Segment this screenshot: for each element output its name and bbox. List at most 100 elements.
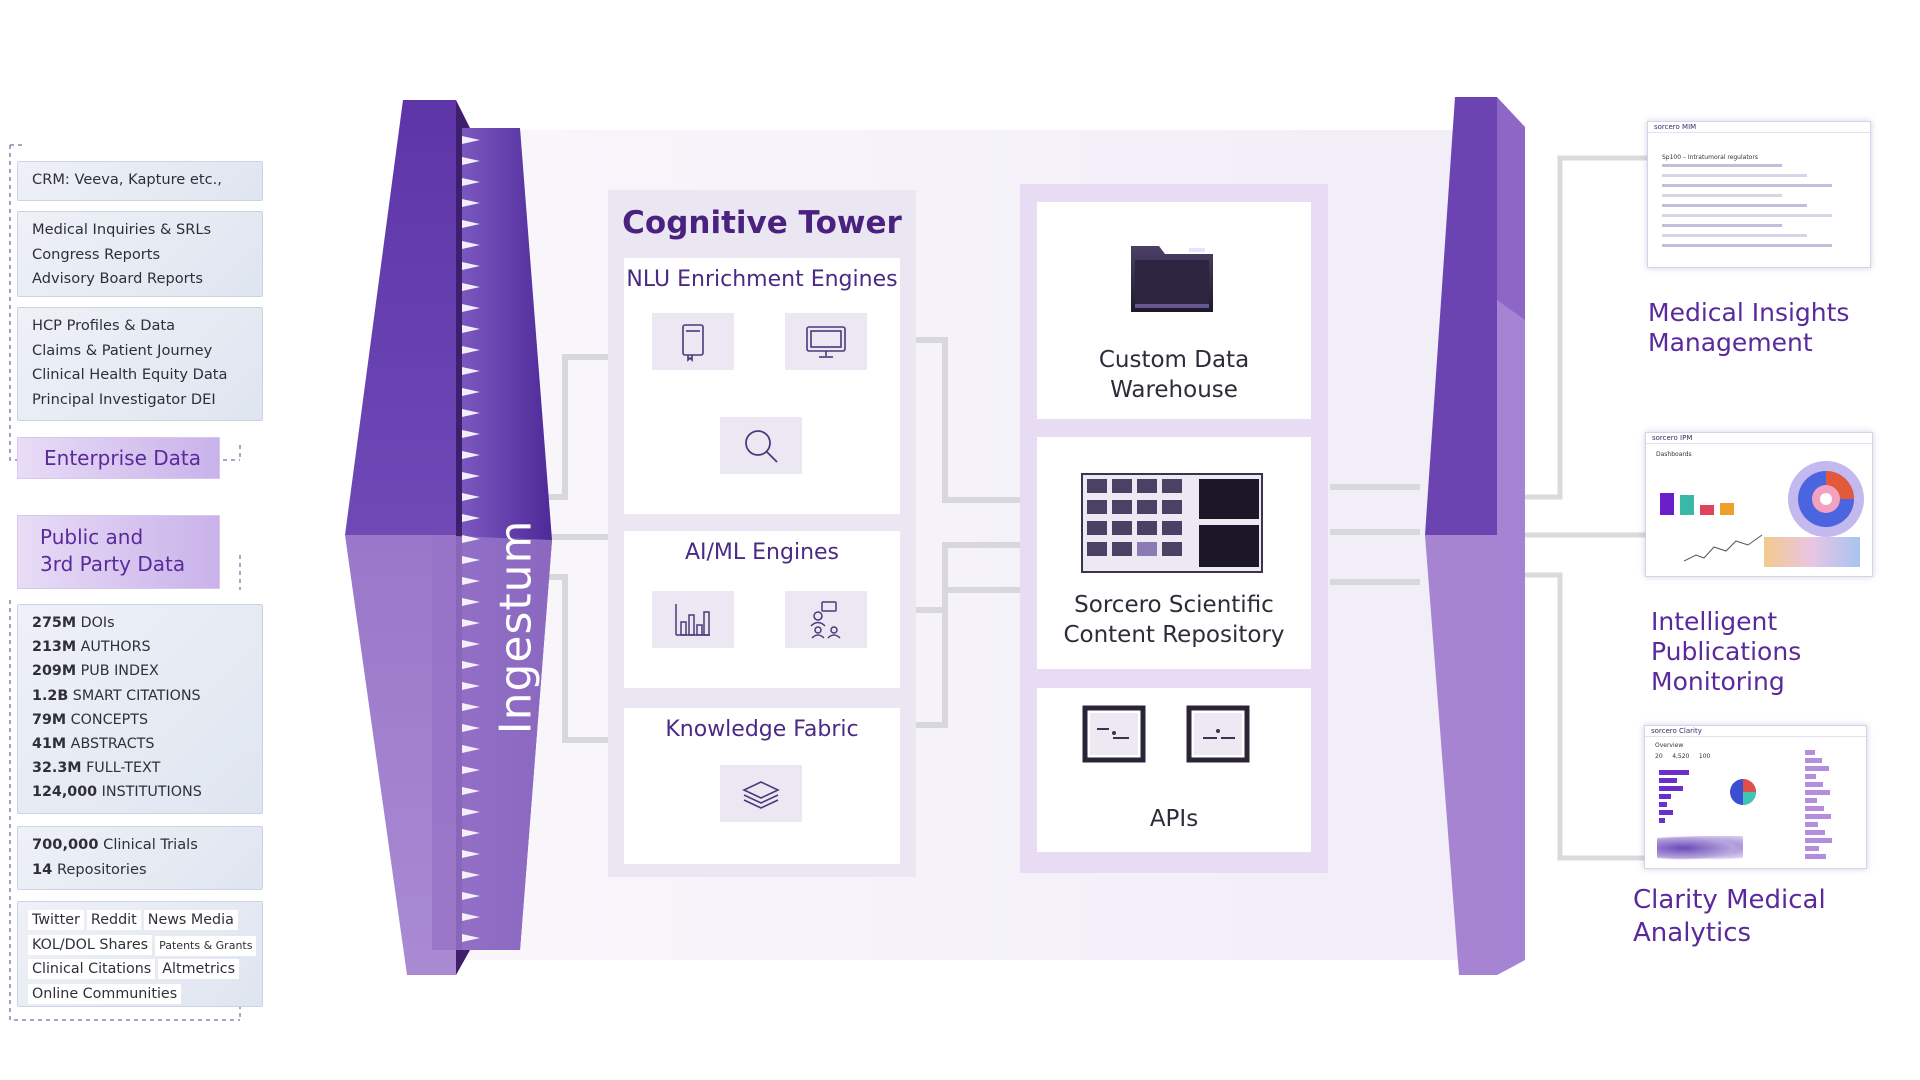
- ingest-arrow: [462, 871, 480, 879]
- clarity-bar: [1659, 778, 1677, 783]
- clarity-bar: [1659, 794, 1671, 799]
- ingest-arrow: [462, 514, 480, 522]
- layers-tile: [720, 765, 802, 822]
- stat-item: 275M DOIs: [32, 611, 248, 635]
- clarity-overview-title: Overview: [1655, 742, 1684, 749]
- twitter-tag: Twitter: [28, 910, 84, 930]
- ipm-brand: sorcero IPM: [1652, 434, 1693, 442]
- ipm-bar: [1720, 503, 1734, 515]
- mim-label: Medical Insights Management: [1648, 298, 1849, 358]
- monitor-tile: [785, 313, 867, 370]
- nlu-title: NLU Enrichment Engines: [626, 267, 898, 292]
- hcp-item: Principal Investigator DEI: [32, 390, 216, 408]
- clarity-bar: [1659, 818, 1665, 823]
- ingest-arrow: [462, 178, 480, 186]
- clarity-hbar: [1805, 758, 1822, 763]
- mim-thumbnail[interactable]: sorcero MIM Sp100 – Intratumoral regulat…: [1647, 121, 1871, 268]
- ipm-thumbnail[interactable]: sorcero IPM Dashboards: [1645, 432, 1873, 577]
- ipm-line-chart: [1684, 534, 1763, 562]
- ingest-arrow: [462, 409, 480, 417]
- repository-folder: [1087, 500, 1107, 514]
- ipm-dashboards-title: Dashboards: [1656, 451, 1692, 458]
- output-connectors: [1520, 155, 1650, 861]
- public-data-label: Public and 3rd Party Data: [17, 515, 220, 589]
- ingest-arrow: [462, 493, 480, 501]
- stat-number: 275M: [32, 615, 77, 631]
- ingest-arrow: [462, 682, 480, 690]
- repository-line1: Sorcero Scientific: [1074, 592, 1274, 618]
- ingest-arrow: [462, 346, 480, 354]
- ipm-bar: [1680, 495, 1694, 515]
- clarity-line2: Analytics: [1633, 918, 1752, 948]
- clarity-thumbnail[interactable]: sorcero Clarity Overview 20 4,520 100: [1644, 725, 1867, 869]
- reports-item: Congress Reports: [32, 245, 161, 263]
- clarity-hbar: [1805, 814, 1831, 819]
- clarity-hbar: [1805, 806, 1824, 811]
- stat-item: 79M CONCEPTS: [32, 708, 248, 732]
- ipm-label: Intelligent Publications Monitoring: [1651, 607, 1920, 697]
- clarity-kpis: 20 4,520 100: [1655, 753, 1710, 760]
- team-icon: [810, 601, 841, 639]
- ipm-sunburst: [1788, 461, 1864, 537]
- stat-label: ABSTRACTS: [70, 736, 155, 753]
- clarity-hbar: [1805, 774, 1816, 779]
- ingest-arrow: [462, 241, 480, 249]
- clarity-line1: Clarity Medical: [1633, 885, 1826, 915]
- mim-row-line: [1662, 234, 1807, 237]
- knowledge-fabric-title: Knowledge Fabric: [665, 717, 859, 742]
- stat-number: 124,000: [32, 784, 98, 801]
- ingest-arrow: [462, 367, 480, 375]
- trial-number: 14: [32, 860, 53, 878]
- monitor-icon: [806, 326, 846, 358]
- ingest-arrow: [462, 892, 480, 900]
- ipm-bar: [1660, 493, 1674, 515]
- output-slab: [1425, 97, 1525, 975]
- ingest-arrow: [462, 829, 480, 837]
- clarity-hbar: [1805, 854, 1826, 859]
- clarity-horizontal-bars: [1805, 750, 1835, 860]
- clarity-kpi: 20: [1655, 753, 1663, 760]
- ipm-streamgraph: [1764, 537, 1860, 567]
- stat-item: 124,000 INSTITUTIONS: [32, 780, 248, 804]
- repository-dark-panel-top: [1199, 479, 1259, 519]
- ingest-arrow: [462, 724, 480, 732]
- clinical-citations-tag: Clinical Citations: [28, 959, 156, 980]
- public-data-line2: 3rd Party Data: [40, 552, 186, 576]
- ipm-bar-chart: [1660, 475, 1744, 515]
- clarity-hbar: [1805, 782, 1823, 787]
- ingest-arrow: [462, 304, 480, 312]
- stat-label: FULL-TEXT: [86, 760, 161, 777]
- mim-row-line: [1662, 194, 1782, 197]
- stat-number: 213M: [32, 639, 77, 656]
- reports-item: Medical Inquiries & SRLs: [32, 221, 212, 238]
- aiml-title: AI/ML Engines: [684, 540, 840, 565]
- stat-number: 79M: [32, 711, 67, 728]
- repository-folder: [1087, 542, 1107, 556]
- mim-row-title: Sp100 – Intratumoral regulators: [1662, 154, 1758, 161]
- trial-item: 700,000 Clinical Trials: [32, 833, 248, 858]
- news-media-tag: News Media: [143, 910, 238, 930]
- ingest-arrow: [462, 766, 480, 774]
- repository-folder: [1112, 542, 1132, 556]
- hcp-box: HCP Profiles & Data Claims & Patient Jou…: [17, 307, 263, 421]
- ipm-bar: [1700, 505, 1714, 515]
- ipm-line2: Monitoring: [1651, 667, 1785, 696]
- reddit-tag: Reddit: [86, 910, 141, 930]
- clarity-hbar: [1805, 838, 1832, 843]
- ingest-arrow: [462, 598, 480, 606]
- ingest-arrow: [462, 745, 480, 753]
- aiml-panel: AI/ML Engines: [624, 531, 900, 688]
- stat-item: 32.3M FULL-TEXT: [32, 756, 248, 780]
- magnifier-icon: [745, 430, 778, 463]
- trial-number: 700,000: [32, 836, 99, 853]
- clarity-bar: [1659, 802, 1667, 807]
- clarity-pie: [1730, 779, 1756, 805]
- warehouse-line1: Custom Data: [1098, 347, 1250, 373]
- patents-grants-tag: Patents & Grants: [155, 935, 257, 956]
- stat-label: DOIs: [80, 615, 115, 631]
- apis-label: APIs: [1149, 806, 1199, 832]
- repository-folder: [1162, 500, 1182, 514]
- mim-row-line: [1662, 214, 1832, 217]
